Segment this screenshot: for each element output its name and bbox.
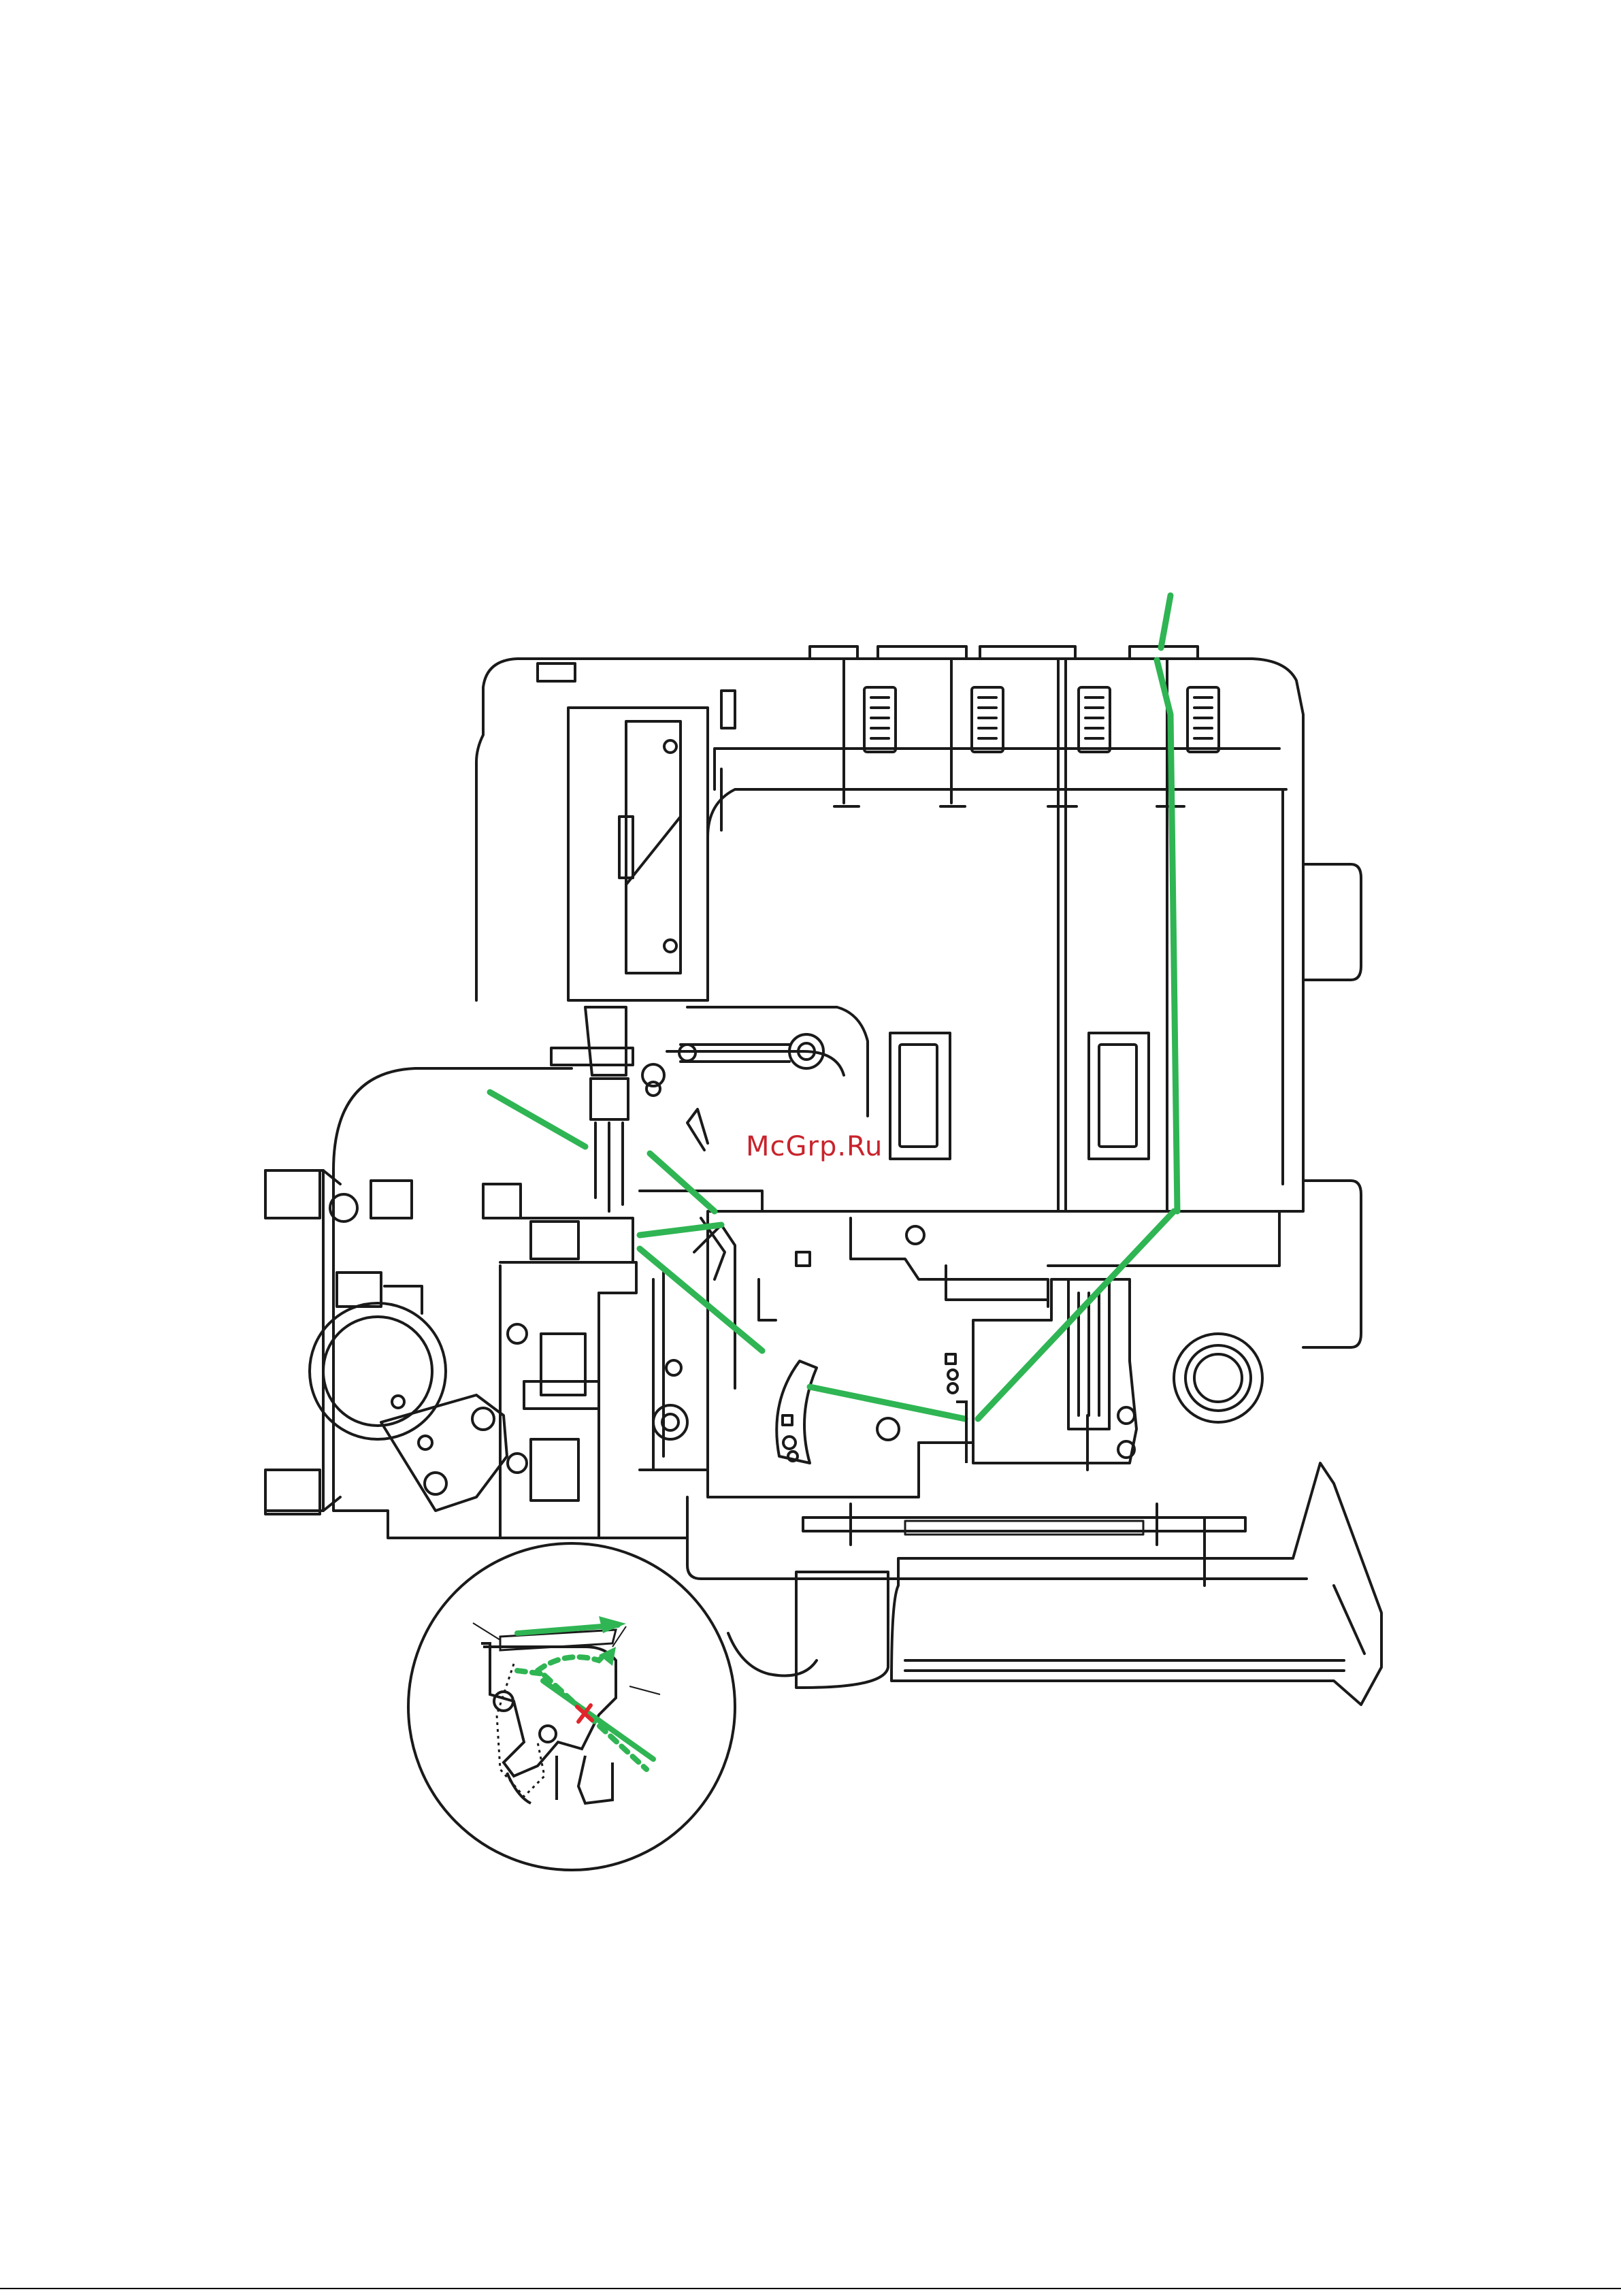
thread-posts — [834, 659, 1184, 1211]
watermark-text: McGrp.Ru — [746, 1131, 883, 1162]
handwheel-left — [310, 1273, 446, 1439]
looper-detail-callout — [408, 1543, 735, 1870]
thread-guide-rail — [810, 646, 1198, 659]
handwheel-lower — [1303, 1181, 1361, 1347]
cutting-width-knob — [1174, 1334, 1262, 1422]
needle-bar-housing — [568, 708, 708, 1000]
front-base-panel — [708, 1225, 973, 1497]
stitch-lever-plate — [381, 1395, 507, 1511]
top-cover-front-panel — [708, 789, 1286, 980]
left-extension-arm — [265, 1170, 320, 1218]
front-cover-open — [891, 1463, 1381, 1705]
looper-mechanism — [500, 1218, 636, 1538]
base-bed — [687, 1497, 1307, 1586]
page-bottom-rule — [0, 2288, 1621, 2289]
stitch-selector-lever — [776, 1361, 817, 1463]
upper-knife-arm — [667, 1007, 868, 1116]
handwheel-upper — [1303, 864, 1361, 980]
cutter-housing — [946, 1279, 1136, 1470]
needle-clamp — [551, 1007, 664, 1211]
waste-tray — [796, 1572, 888, 1688]
